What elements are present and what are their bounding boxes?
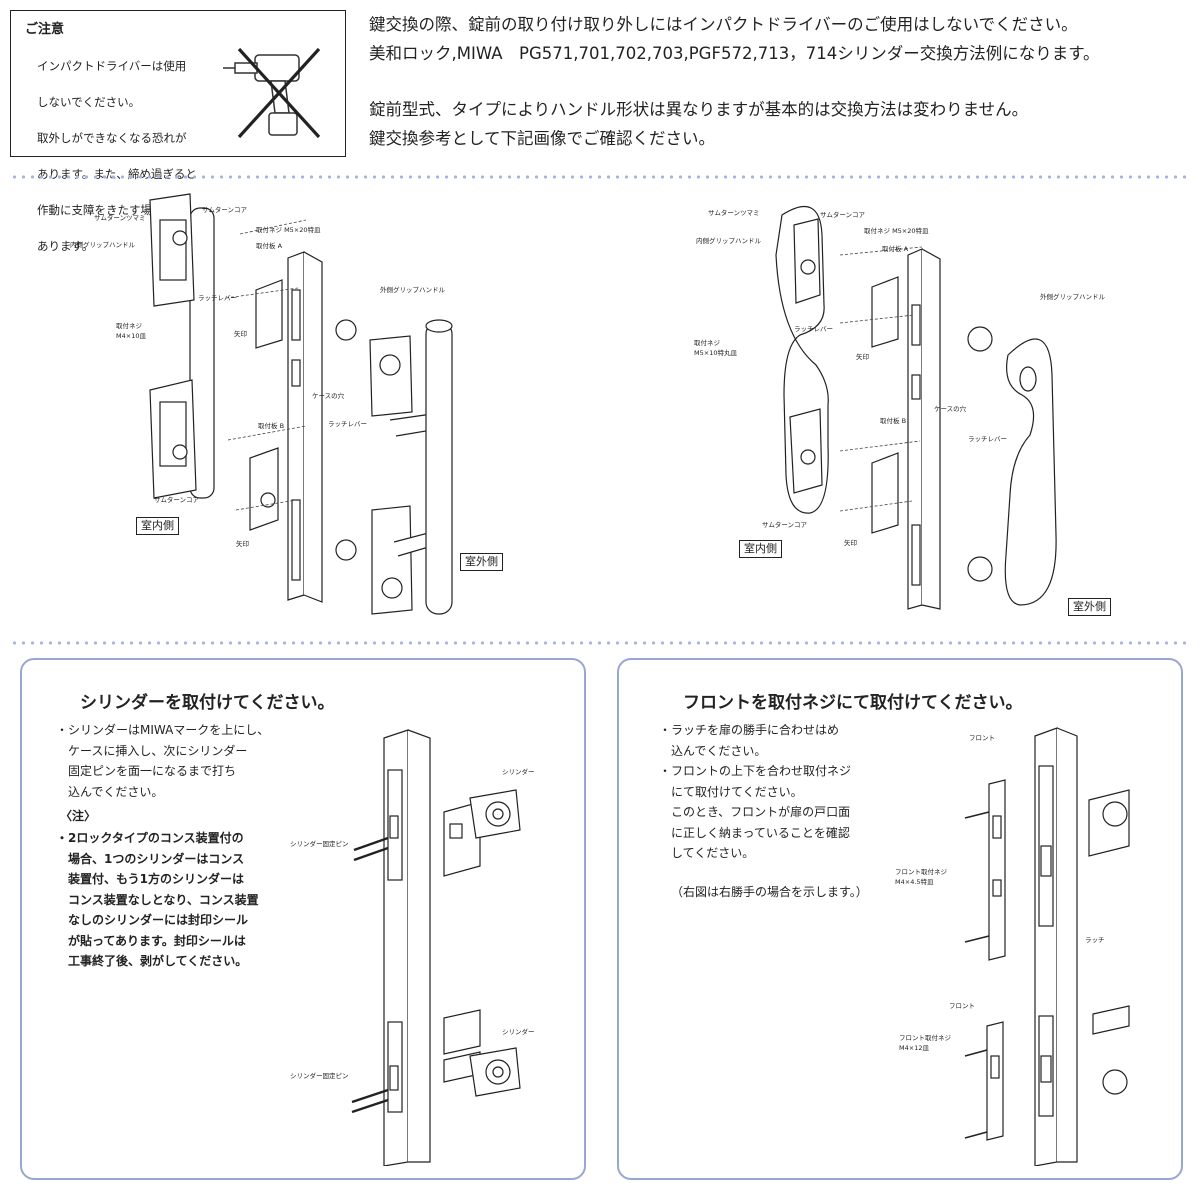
label-front-screw-size: M4×4.5特皿 <box>895 877 934 886</box>
indoor-side-tag: 室内側 <box>136 517 179 535</box>
diagram-curved-handle: サムターンツマミ サムターンコア 内側グリップハンドル 取付ネジ M5×20特皿… <box>694 205 1106 610</box>
label-front-screw: フロント取付ネジ <box>895 867 948 876</box>
no-impact-driver-icon <box>223 47 321 139</box>
label-screw-m5: 取付ネジ M5×20特皿 <box>256 225 321 234</box>
label-screw-m5-round-size: M5×10特丸皿 <box>694 348 737 357</box>
label-plate-b: 取付板 B <box>880 416 906 425</box>
indoor-side-tag: 室内側 <box>739 540 782 558</box>
panel-note-heading: 〈注〉 <box>60 809 97 823</box>
label-cylinder-pin: シリンダー固定ピン <box>290 839 349 848</box>
intro-line: 鍵交換の際、錠前の取り付け取り外しにはインパクトドライバーのご使用はしないでくだ… <box>369 15 1078 34</box>
label-plate-b: 取付板 B <box>258 421 284 430</box>
panel-instructions: ・ラッチを扉の勝手に合わせはめ 込んでください。 ・フロントの上下を合わせ取付ネ… <box>659 723 852 860</box>
label-thumbturn-core: サムターンコア <box>154 495 200 504</box>
caution-box: ご注意 インパクトドライバーは使用 しないでください。 取外しができなくなる恐れ… <box>10 10 346 253</box>
panel-note: （右図は右勝手の場合を示します。） <box>671 885 868 899</box>
intro-line: 美和ロック,MIWA PG571,701,702,703,PGF572,713，… <box>369 43 1100 63</box>
label-cylinder: シリンダー <box>502 1027 535 1036</box>
label-latch-lever: ラッチレバー <box>968 435 1007 443</box>
intro-line: 鍵交換参考として下記画像でご確認ください。 <box>369 128 716 148</box>
intro-line: 錠前型式、タイプによりハンドル形状は異なりますが基本的は交換方法は変わりません。 <box>369 100 1029 119</box>
caution-line: しないでください。 <box>37 95 141 109</box>
label-front-screw-size: M4×12皿 <box>899 1044 929 1052</box>
outdoor-side-tag: 室外側 <box>1068 598 1111 616</box>
label-latch-lever: ラッチレバー <box>328 420 367 428</box>
diagram-straight-handle: サムターンツマミ サムターンコア 内側グリップハンドル 取付ネジ M5×20特皿… <box>70 193 453 615</box>
label-thumbturn-core: サムターンコア <box>762 520 808 529</box>
front-diagram: フロント フロント取付ネジ M4×4.5特皿 ラッチ フロント フロント取付ネジ… <box>895 727 1130 1166</box>
caution-line: 取外しができなくなる恐れが <box>37 131 187 145</box>
label-thumbturn-knob: サムターンツマミ <box>708 208 760 217</box>
caution-line: あります。 <box>37 239 94 253</box>
label-front: フロント <box>949 1002 975 1010</box>
label-arrow-mark: 矢印 <box>234 329 247 338</box>
label-screw-m5-round: 取付ネジ <box>694 338 721 347</box>
section-divider <box>10 175 1190 179</box>
caution-title: ご注意 <box>25 22 65 37</box>
label-arrow-mark: 矢印 <box>856 352 869 361</box>
panel-note: ・2ロックタイプのコンス装置付の 場合、1つのシリンダーはコンス 装置付、もう1… <box>56 831 259 968</box>
section-divider <box>10 641 1190 645</box>
label-outer-handle: 外側グリップハンドル <box>380 285 446 294</box>
label-latch: ラッチ <box>1085 936 1105 944</box>
outdoor-side-tag: 室外側 <box>460 553 503 571</box>
label-case-hole: ケースの穴 <box>934 404 967 413</box>
label-arrow-mark: 矢印 <box>236 539 249 548</box>
label-latch-lever: ラッチレバー <box>198 294 237 302</box>
label-case-hole: ケースの穴 <box>312 391 345 400</box>
label-arrow-mark: 矢印 <box>844 538 857 547</box>
label-cylinder-pin: シリンダー固定ピン <box>290 1071 349 1080</box>
caution-line: 作動に支障をきたす場合が <box>37 203 175 217</box>
label-screw-m5: 取付ネジ M5×20特皿 <box>864 226 929 235</box>
front-install-panel: フロントを取付ネジにて取付けてください。 ・ラッチを扉の勝手に合わせはめ 込んで… <box>617 658 1183 1180</box>
panel-title: フロントを取付ネジにて取付けてください。 <box>683 693 1023 713</box>
label-cylinder: シリンダー <box>502 767 535 776</box>
label-outer-handle: 外側グリップハンドル <box>1040 292 1106 301</box>
label-plate-a: 取付板 A <box>256 241 283 250</box>
label-screw-m4: 取付ネジ <box>116 321 143 330</box>
label-thumbturn-core: サムターンコア <box>202 205 248 214</box>
label-thumbturn-knob: サムターンツマミ <box>94 213 146 222</box>
cylinder-diagram: シリンダー シリンダー固定ピン シリンダー シリンダー固定ピン <box>290 729 535 1166</box>
label-inner-handle: 内側グリップハンドル <box>70 240 136 249</box>
panel-instructions: ・シリンダーはMIWAマークを上にし、 ケースに挿入し、次にシリンダー 固定ピン… <box>56 723 270 799</box>
label-plate-a: 取付板 A <box>882 244 909 253</box>
panel-title: シリンダーを取付けてください。 <box>80 693 335 713</box>
label-front-screw: フロント取付ネジ <box>899 1033 952 1042</box>
label-front: フロント <box>969 734 995 742</box>
label-thumbturn-core: サムターンコア <box>820 210 866 219</box>
cylinder-install-panel: シリンダーを取付けてください。 ・シリンダーはMIWAマークを上にし、 ケースに… <box>20 658 586 1180</box>
caution-line: あります。また、締め過ぎると <box>37 167 197 181</box>
caution-line: インパクトドライバーは使用 <box>37 59 187 73</box>
label-latch-lever: ラッチレバー <box>794 325 833 333</box>
intro-note: 鍵交換の際、錠前の取り付け取り外しにはインパクトドライバーのご使用はしないでくだ… <box>369 11 1199 153</box>
label-inner-handle: 内側グリップハンドル <box>696 236 762 245</box>
label-screw-m4-size: M4×10皿 <box>116 332 146 340</box>
